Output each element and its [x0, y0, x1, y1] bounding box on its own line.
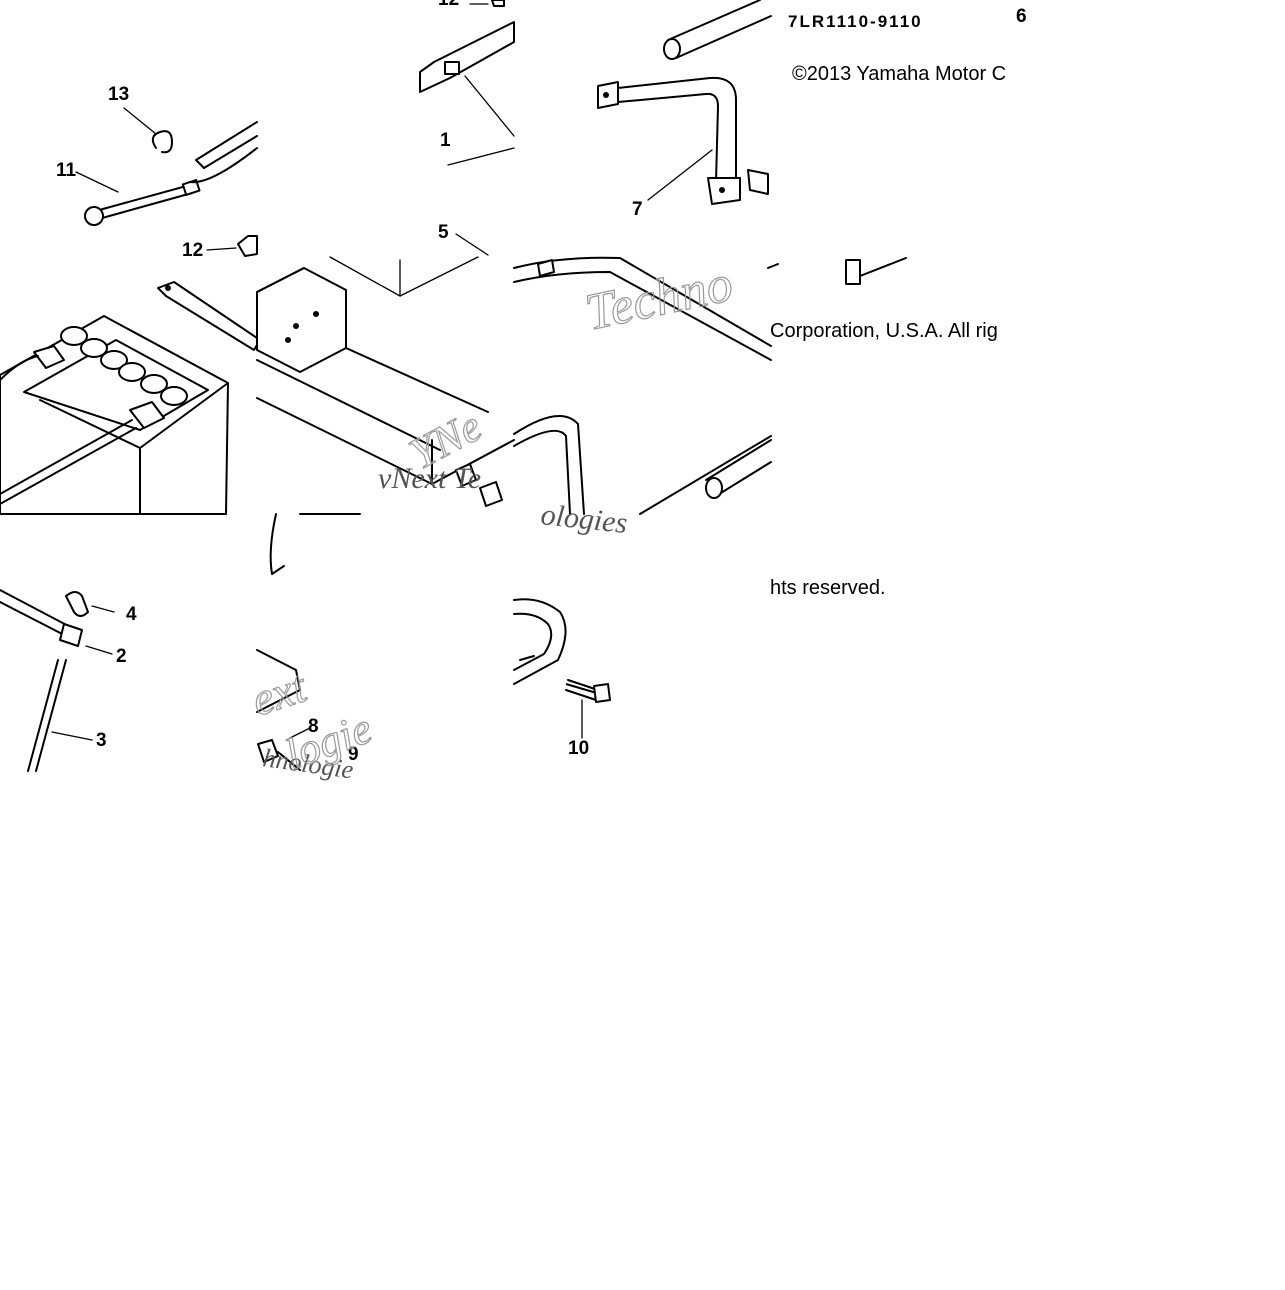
frame-loop [513, 598, 567, 685]
bolt-9 [257, 739, 301, 771]
callout-11: 11 [56, 160, 77, 181]
cable-clamp-13 [123, 107, 173, 154]
watermark-text-2: vNext Te [378, 462, 481, 495]
strap-end-2 [0, 589, 83, 647]
callouts: 1 2 3 4 5 7 8 9 10 11 12 12 13 [56, 0, 643, 765]
callout-10: 10 [568, 738, 589, 759]
carry-handle-7 [597, 76, 769, 205]
cable-holder-12-left [206, 235, 258, 257]
part-code: 7LR1110-9110 [788, 12, 923, 31]
callout-12-top: 12 [438, 0, 459, 10]
battery-strap [157, 281, 261, 351]
copyright-line-3: hts reserved. [770, 577, 886, 599]
callout-2: 2 [116, 646, 127, 667]
callout-13: 13 [108, 84, 129, 105]
callout-9: 9 [348, 744, 359, 765]
watermark-text-4: ext [245, 660, 313, 725]
frame-rail [513, 256, 772, 515]
battery [0, 315, 229, 515]
box-outline-5 [329, 233, 489, 297]
callout-12-left: 12 [182, 240, 203, 261]
callout-3: 3 [96, 730, 107, 751]
copyright-line-2: Corporation, U.S.A. All rig [770, 320, 998, 342]
hook-bracket [269, 513, 361, 575]
callout-7: 7 [632, 199, 643, 220]
callout-1: 1 [440, 130, 451, 151]
wing-nut-4 [65, 591, 115, 617]
cable-holder-right [767, 257, 907, 285]
watermark-text-3: ologies [539, 498, 629, 540]
battery-box [256, 267, 515, 507]
callout-8: 8 [308, 716, 319, 737]
battery-caps [60, 326, 188, 406]
callout-4: 4 [126, 604, 137, 625]
frame-tube [663, 0, 772, 60]
box-corner-8 [256, 649, 311, 739]
top-bracket-1 [419, 0, 515, 166]
page-fragment: 6 [1016, 6, 1027, 27]
callout-5: 5 [438, 222, 449, 243]
bolt-10 [565, 679, 611, 739]
battery-cable-11 [75, 121, 258, 226]
copyright-line-1: ©2013 Yamaha Motor C [792, 63, 1006, 85]
rod-3 [27, 659, 93, 772]
